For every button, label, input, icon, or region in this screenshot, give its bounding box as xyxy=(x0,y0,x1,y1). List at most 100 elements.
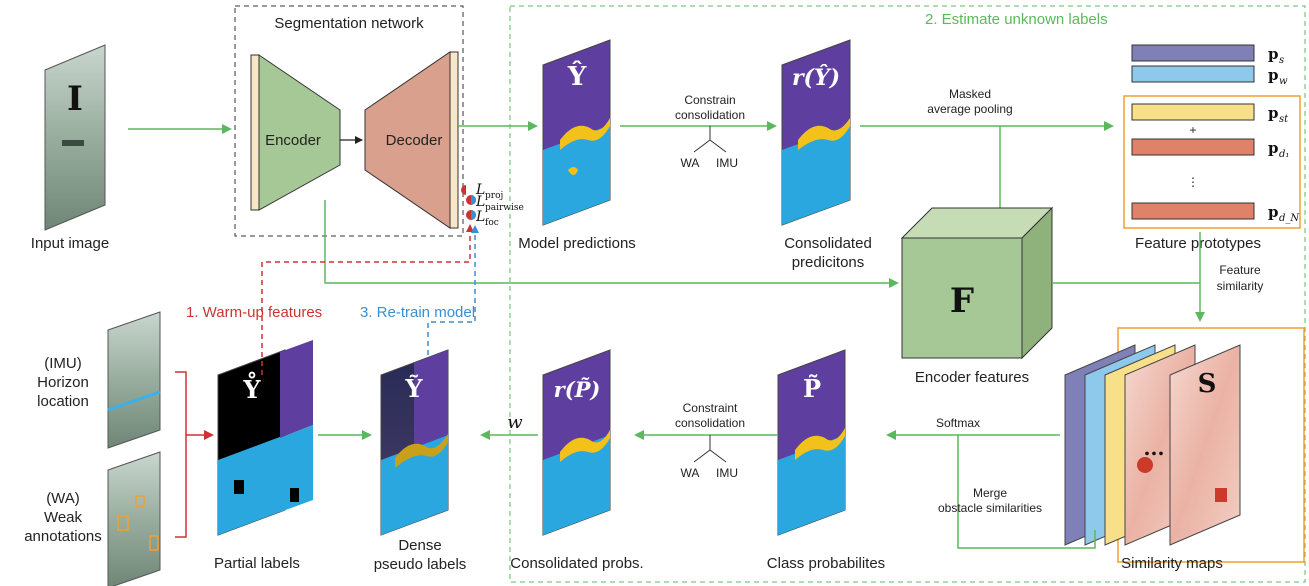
wa-text: (WA) Weak annotations xyxy=(24,490,102,545)
top-imu: IMU xyxy=(716,156,738,170)
wa-label-1: (WA) xyxy=(46,490,80,507)
loss-pairwise-sub: pairwise xyxy=(485,203,524,213)
step2-region xyxy=(509,5,1306,583)
prototype-pdn: p d_N xyxy=(1131,202,1300,224)
step1-arrowhead xyxy=(466,224,474,232)
decoder-label: Decoder xyxy=(386,132,443,149)
cons-probs-symbol: r(P̃) xyxy=(554,377,601,402)
imu-label-3: location xyxy=(37,393,89,410)
features-symbol: F xyxy=(950,281,974,321)
partial-labels-image xyxy=(217,340,313,536)
softmax-label: Softmax xyxy=(936,416,980,430)
constraint-fork xyxy=(693,435,727,463)
obstacle-prototypes-box xyxy=(1123,95,1301,229)
consolidated-predictions-image xyxy=(781,39,851,226)
class-symbol: P̃ xyxy=(803,374,821,403)
imu-image xyxy=(107,311,161,449)
constraint-label-1: Constraint xyxy=(683,401,738,415)
wa-label-2: Weak xyxy=(44,509,83,526)
input-boat xyxy=(62,140,84,146)
masked-label-1: Masked xyxy=(949,87,991,101)
proto-pd1-symbol: p xyxy=(1268,139,1279,157)
input-image xyxy=(44,44,106,231)
similarity-label-2: similarity xyxy=(1217,279,1264,293)
segmentation-network-box xyxy=(234,5,464,237)
model-pred-caption: Model predictions xyxy=(518,235,636,252)
proto-ps-symbol: p xyxy=(1268,45,1279,63)
class-caption: Class probabilites xyxy=(767,555,885,572)
imu-label-1: (IMU) xyxy=(44,355,82,372)
partial-symbol: Y̊ xyxy=(242,372,261,404)
loss-foc: L foc xyxy=(466,209,499,228)
input-symbol: I xyxy=(67,79,83,119)
wa-label-3: annotations xyxy=(24,528,102,545)
encoder-label: Encoder xyxy=(265,132,321,149)
loss-proj-symbol: L xyxy=(475,182,485,198)
proto-plus: + xyxy=(1189,123,1196,137)
constrain-fork xyxy=(693,126,727,153)
proto-ps-sub: s xyxy=(1279,55,1284,66)
wa-image xyxy=(107,451,161,586)
masked-label-2: average pooling xyxy=(927,102,1012,116)
model-pred-symbol: Ŷ xyxy=(567,60,587,92)
dense-symbol: Ỹ xyxy=(404,374,423,403)
loss-foc-sub: foc xyxy=(485,218,499,228)
loss-pairwise: L pairwise xyxy=(466,194,524,213)
constrain-label-1: Constrain xyxy=(684,93,735,107)
imu-label-2: Horizon xyxy=(37,374,89,391)
step3-arrowhead xyxy=(471,225,479,233)
proto-pw-sub: w xyxy=(1279,76,1288,87)
sim-map-4-blob xyxy=(1137,457,1153,473)
cons-probs-caption: Consolidated probs. xyxy=(510,555,643,572)
merge-label-1: Merge xyxy=(973,486,1007,500)
consolidated-probs-image xyxy=(542,349,611,536)
encoder-block xyxy=(258,54,341,211)
consolidated-caption-2: predicitons xyxy=(792,254,865,271)
prototype-pw: p w xyxy=(1131,65,1288,87)
segmentation-network-title: Segmentation network xyxy=(274,15,424,32)
step3-label: 3. Re-train model xyxy=(360,304,475,321)
loss-proj-sub: proj xyxy=(485,191,503,201)
similarity-label-1: Feature xyxy=(1219,263,1261,277)
dense-caption-2: pseudo labels xyxy=(374,556,467,573)
proto-pdn-symbol: p xyxy=(1268,203,1279,221)
bottom-wa: WA xyxy=(681,466,700,480)
dense-pseudo-labels-image xyxy=(380,349,449,536)
merge-label-2: obstacle similarities xyxy=(938,501,1042,515)
dense-caption-1: Dense xyxy=(398,537,441,554)
encoder-input-bar xyxy=(250,54,260,211)
top-wa: WA xyxy=(681,156,700,170)
step1-path xyxy=(261,230,471,375)
similarity-caption: Similarity maps xyxy=(1121,555,1223,572)
partial-caption: Partial labels xyxy=(214,555,300,572)
loss-pairwise-symbol: L xyxy=(475,194,485,210)
imu-text: (IMU) Horizon location xyxy=(37,355,89,410)
loss-proj: L proj xyxy=(461,182,503,201)
constraint-label-2: consolidation xyxy=(675,416,745,430)
proto-pst-sub: st xyxy=(1279,114,1289,125)
decoder-output-bar xyxy=(449,51,459,229)
encoder-features-cube xyxy=(900,206,1054,360)
step1-label: 1. Warm-up features xyxy=(186,304,322,321)
input-caption: Input image xyxy=(31,235,109,252)
proto-pdn-sub: d_N xyxy=(1279,213,1300,224)
prototype-ps: p s xyxy=(1131,44,1284,66)
model-predictions-image xyxy=(542,39,611,226)
bottom-imu: IMU xyxy=(716,466,738,480)
consolidated-symbol: r(Ŷ) xyxy=(792,64,840,91)
prototype-pd1: p d₁ xyxy=(1131,138,1289,160)
class-probabilities-image xyxy=(777,349,846,536)
proto-dots: ⋮ xyxy=(1187,175,1199,189)
proto-pst-symbol: p xyxy=(1268,104,1279,122)
proto-pd1-sub: d₁ xyxy=(1279,149,1289,160)
step3-path xyxy=(427,232,476,355)
similarity-symbol: S xyxy=(1198,369,1217,399)
loss-foc-symbol: L xyxy=(475,209,485,225)
encoder-features-arrow xyxy=(324,200,899,288)
constrain-label-2: consolidation xyxy=(675,108,745,122)
w-label: w xyxy=(507,412,523,433)
step2-label: 2. Estimate unknown labels xyxy=(925,11,1108,28)
sim-map-5-blob xyxy=(1215,488,1227,502)
merge-line xyxy=(957,435,1096,549)
